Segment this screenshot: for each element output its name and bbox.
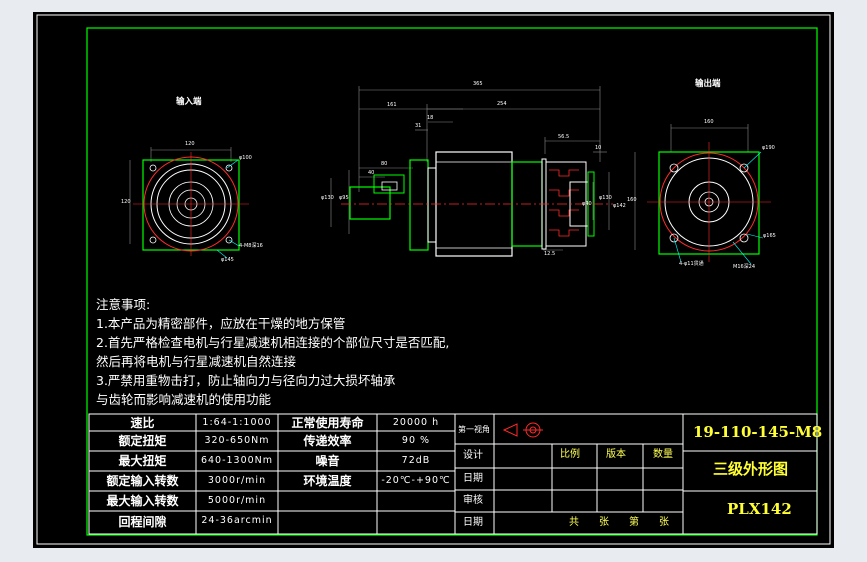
inner-frame — [86, 27, 818, 536]
output-end-label: 输出端 — [695, 79, 721, 89]
dim-in-height: 120 — [121, 199, 131, 205]
note-line: 2.首先严格检查电机与行星减速机相连接的个部位尺寸是否匹配, — [96, 335, 450, 350]
spec-label: 噪音 — [315, 454, 340, 468]
dim-out-shaft: φ165 — [763, 233, 776, 239]
tb-row-label: 设计 — [463, 450, 483, 461]
dim-key: 12.5 — [544, 251, 556, 257]
spec-label: 额定输入转数 — [106, 474, 179, 488]
spec-label: 传递效率 — [303, 434, 352, 448]
dim-40: 40 — [368, 170, 375, 176]
drawing-number: 19-110-145-M8 — [693, 423, 823, 441]
spec-label: 正常使用寿命 — [291, 416, 364, 430]
input-end-label: 输入端 — [176, 97, 202, 107]
dim-dia-1: φ130 — [321, 195, 334, 201]
tb-sheet: 张 — [599, 517, 609, 528]
dim-out-height: 160 — [627, 197, 637, 203]
spec-value: 3000r/min — [207, 475, 267, 486]
spec-label: 环境温度 — [303, 474, 352, 488]
note-line: 1.本产品为精密部件，应放在干燥的地方保管 — [96, 316, 346, 331]
dim-dia-3: φ130 — [599, 195, 612, 201]
tb-sheet: 共 — [569, 517, 579, 528]
dim-mid-len: 254 — [497, 101, 507, 107]
dim-out-tip: 10 — [595, 145, 602, 151]
tb-sheet: 第 — [629, 517, 639, 528]
dim-out-key: M16深24 — [733, 264, 756, 270]
dim-in-len: 161 — [387, 102, 397, 108]
dim-overall: 365 — [473, 81, 483, 87]
tb-row-label: 日期 — [463, 473, 483, 484]
spec-label: 额定扭矩 — [118, 434, 167, 448]
dim-shoulder: 31 — [415, 123, 422, 129]
dim-out-holes: 4-φ11贯通 — [679, 261, 704, 267]
dim-in-width: 120 — [185, 141, 195, 147]
outer-frame — [36, 14, 831, 545]
projection-symbol — [502, 422, 543, 438]
dim-out-bolt-circle: φ190 — [762, 145, 775, 151]
spec-value: -20℃-+90℃ — [381, 475, 451, 486]
dim-step: 18 — [427, 115, 434, 121]
input-end-view — [129, 147, 249, 259]
tb-row-label: 审核 — [463, 495, 483, 506]
cad-canvas: 输入端 输出端 365 161 254 31 18 56.5 10 80 40 … — [33, 12, 834, 548]
spec-value: 24-36arcmin — [201, 515, 273, 526]
spec-label: 最大输入转数 — [106, 494, 179, 508]
note-line: 与齿轮而影响减速机的使用功能 — [96, 392, 272, 407]
tb-col-label: 版本 — [606, 449, 626, 460]
spec-label: 最大扭矩 — [118, 454, 167, 468]
spec-label: 速比 — [130, 416, 155, 430]
spec-value: 320-650Nm — [204, 435, 270, 446]
model-number: PLX142 — [727, 500, 792, 518]
dim-dia-2: φ95 — [339, 195, 349, 201]
spec-value: 72dB — [401, 455, 431, 466]
drawing-title: 三级外形图 — [713, 460, 789, 478]
dim-dia-4: φ40 — [582, 201, 592, 207]
tb-row-label: 日期 — [463, 517, 483, 528]
spec-value: 1:64-1:1000 — [202, 417, 272, 428]
spec-value: 640-1300Nm — [200, 455, 274, 466]
dim-in-shaft: φ145 — [221, 257, 234, 263]
output-end-view — [634, 124, 771, 265]
tb-col-label: 数量 — [653, 449, 673, 460]
dim-dia-5: φ142 — [613, 203, 626, 209]
dim-in-holes: 4-M8深16 — [239, 243, 263, 249]
dim-out-width: 160 — [704, 119, 714, 125]
spec-value: 20000 h — [392, 417, 440, 428]
spec-value: 90 % — [401, 435, 431, 446]
spec-label: 回程间隙 — [118, 515, 167, 529]
tb-col-label: 比例 — [560, 449, 580, 460]
title-block-grid — [88, 413, 818, 535]
projection-label: 第一视角 — [458, 425, 490, 434]
notes-heading: 注意事项: — [96, 297, 151, 312]
note-line: 然后再将电机与行星减速机自然连接 — [96, 354, 297, 369]
drawing-geometry — [36, 14, 831, 545]
dim-80: 80 — [381, 161, 388, 167]
spec-value: 5000r/min — [207, 495, 267, 506]
dim-out-len: 56.5 — [558, 134, 570, 140]
note-line: 3.严禁用重物击打，防止轴向力与径向力过大损坏轴承 — [96, 373, 396, 388]
dim-in-bolt-circle: φ100 — [239, 155, 252, 161]
side-view — [330, 86, 613, 257]
tb-sheet: 张 — [659, 517, 669, 528]
